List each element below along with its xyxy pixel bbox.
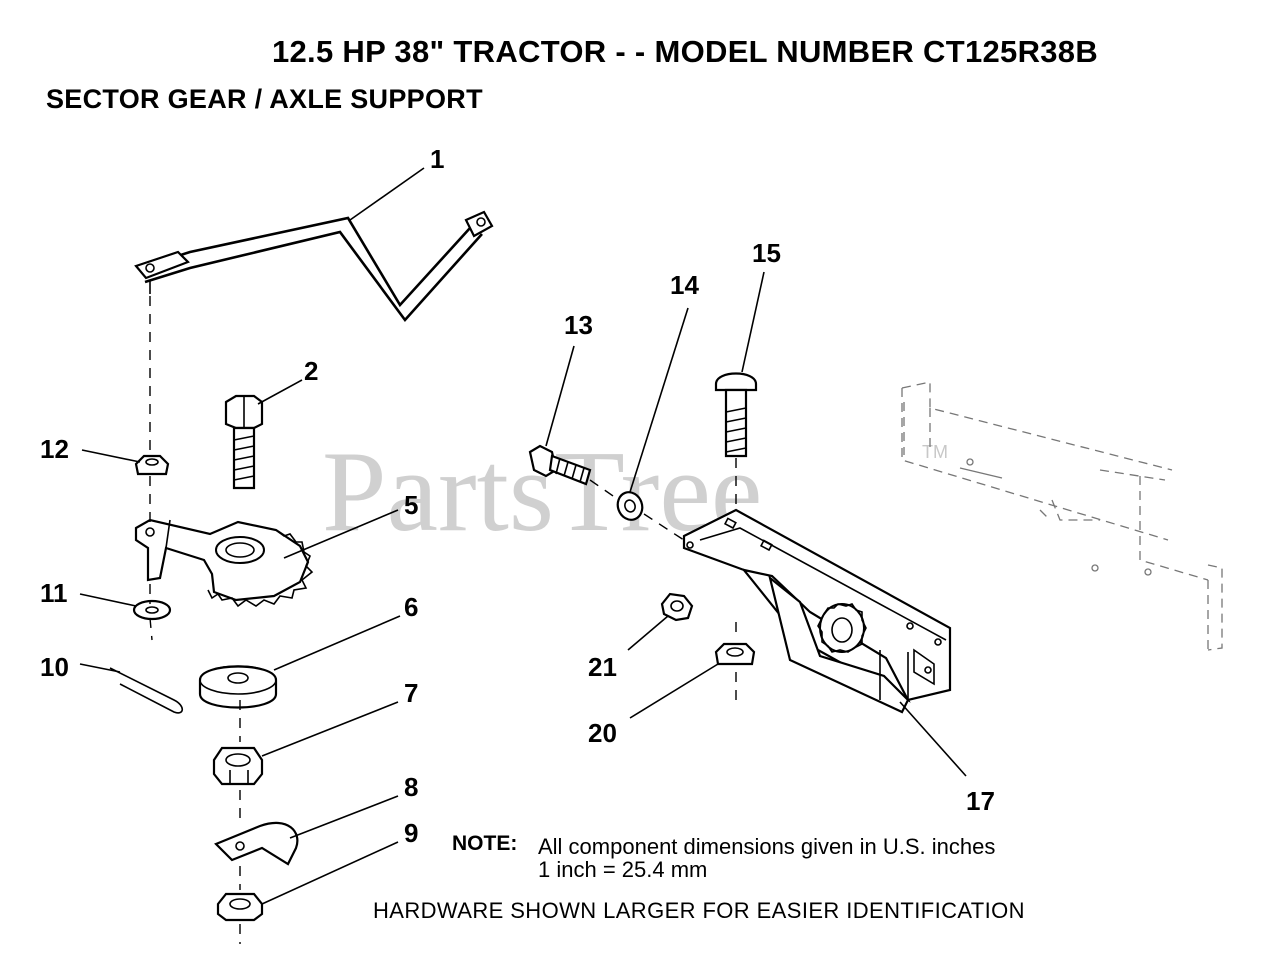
note-line-1: All component dimensions given in U.S. i…: [538, 834, 996, 859]
callout-6: 6: [404, 592, 418, 622]
part-17-axle-support: [682, 508, 952, 714]
callout-8: 8: [404, 772, 418, 802]
callout-15: 15: [752, 238, 781, 268]
part-1-drag-link: [134, 210, 494, 323]
note-text: All component dimensions given in U.S. i…: [538, 835, 995, 881]
part-11-washer: [132, 599, 172, 621]
part-2-hex-bolt: [224, 394, 264, 490]
callout-5: 5: [404, 490, 418, 520]
callout-numbers: 1 2 5 6 7 8 9 10 11 12 13 14 15 17 20 21: [40, 144, 995, 848]
diagram-title: 12.5 HP 38" TRACTOR - - MODEL NUMBER CT1…: [271, 34, 1099, 69]
callout-10: 10: [40, 652, 69, 682]
part-6-spacer-washer: [198, 665, 278, 709]
part-12-flange-nut: [134, 454, 170, 476]
part-8-spring-clip: [214, 821, 299, 866]
note-label: NOTE:: [452, 832, 518, 855]
callout-9: 9: [404, 818, 418, 848]
assembly-axis-bolt-13: [589, 479, 691, 545]
assembly-axis-left: [149, 296, 153, 641]
watermark-trademark: TM: [922, 442, 948, 462]
tractor-frame-outline: [901, 381, 1223, 651]
part-7-hex-nut: [212, 746, 264, 786]
callout-2: 2: [304, 356, 318, 386]
callout-14: 14: [670, 270, 699, 300]
part-9-lock-nut: [216, 892, 264, 922]
callout-leaders: [79, 167, 967, 905]
part-14-washer: [616, 491, 644, 521]
callout-1: 1: [430, 144, 444, 174]
callout-7: 7: [404, 678, 418, 708]
callout-11: 11: [40, 578, 68, 608]
note-line-2: 1 inch = 25.4 mm: [538, 857, 708, 882]
callout-21: 21: [588, 652, 617, 682]
part-13-hex-bolt: [528, 444, 592, 486]
part-10-cotter-pin: [109, 667, 184, 714]
callout-12: 12: [40, 434, 69, 464]
hardware-note: HARDWARE SHOWN LARGER FOR EASIER IDENTIF…: [373, 898, 1025, 923]
part-20-hex-nut: [714, 642, 756, 666]
part-5-sector-gear: [134, 518, 314, 608]
part-21-hex-nut: [660, 592, 694, 622]
diagram-subtitle: SECTOR GEAR / AXLE SUPPORT: [46, 84, 483, 114]
callout-17: 17: [966, 786, 995, 816]
callout-13: 13: [564, 310, 593, 340]
part-15-carriage-bolt: [714, 372, 758, 458]
callout-20: 20: [588, 718, 617, 748]
